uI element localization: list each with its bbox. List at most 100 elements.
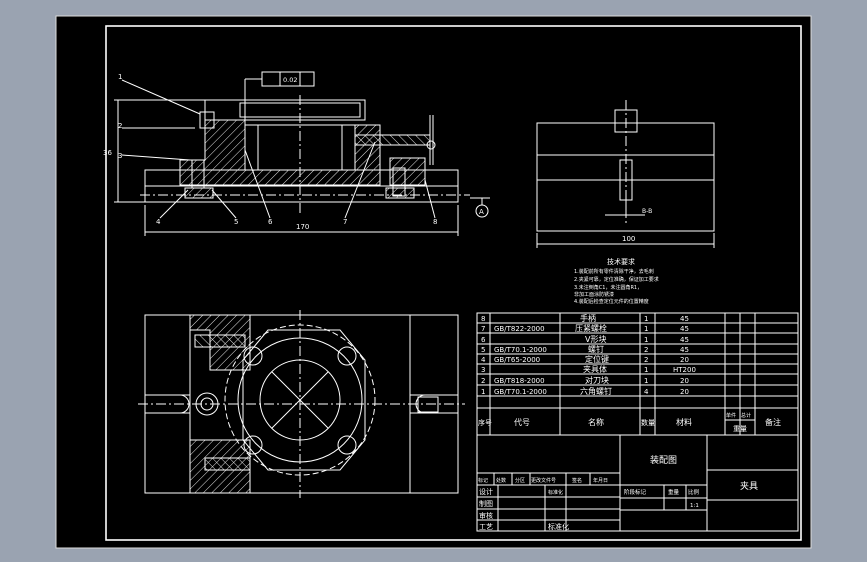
side-view-title: B-B	[642, 208, 652, 215]
bom-no: 5	[481, 346, 485, 354]
standardization-label: 标准化	[548, 522, 569, 531]
bom-name: 定位键	[585, 354, 609, 364]
rev-label-count: 处数	[496, 477, 506, 484]
balloon-5: 5	[234, 218, 238, 226]
side-view	[536, 100, 715, 248]
note-line-5: 4.装配后检查定位元件的位置精度	[574, 298, 649, 305]
bom-header-qty: 数量	[641, 418, 655, 427]
bom-name: 对刀块	[585, 375, 609, 385]
bom-header-code: 代号	[514, 417, 530, 427]
scale-value: 1:1	[690, 503, 699, 509]
bom-header-weight: 重量	[733, 425, 747, 433]
bom-header-total: 总计	[741, 412, 751, 419]
part-name: 夹具	[740, 480, 758, 492]
bom-code: GB/T818-2000	[494, 377, 545, 385]
rev-label-mark: 标记	[478, 477, 488, 484]
bom-material: 20	[680, 356, 689, 364]
overall-width-dim: 170	[296, 223, 309, 231]
role-design: 设计	[479, 487, 493, 496]
note-line-2: 2.夹紧可靠，定位准确，保证加工要求	[574, 276, 659, 283]
balloon-2: 2	[118, 122, 122, 130]
bom-name: V形块	[585, 334, 606, 344]
overall-height-dim: 36	[103, 149, 112, 157]
rev-label-doc: 更改文件号	[531, 477, 556, 484]
bom-no: 8	[481, 315, 485, 323]
bom-header-remark: 备注	[765, 417, 781, 427]
role-draw: 制图	[479, 499, 493, 508]
bom-header-material: 材料	[676, 417, 692, 427]
bom-material: 45	[680, 346, 689, 354]
bom-name: 螺钉	[588, 344, 604, 354]
bom-name: 六角螺钉	[580, 386, 612, 396]
role-process: 工艺	[479, 523, 493, 531]
bom-qty: 4	[644, 388, 649, 396]
bom-qty: 1	[644, 325, 648, 333]
bom-name: 手柄	[580, 313, 596, 323]
stage-label: 阶段标记	[624, 488, 647, 496]
bom-no: 4	[481, 356, 486, 364]
bom-material: HT200	[673, 366, 696, 374]
bom-material: 20	[680, 388, 689, 396]
bom-qty: 1	[644, 377, 648, 385]
balloon-6: 6	[268, 218, 273, 226]
bom-header-unit: 单件	[726, 412, 736, 419]
bom-header-name: 名称	[588, 417, 604, 427]
notes-title: 技术要求	[607, 257, 635, 266]
bom-qty: 1	[644, 315, 648, 323]
bom-code: GB/T70.1-2000	[494, 388, 547, 396]
bom-no: 2	[481, 377, 485, 385]
sheet	[55, 15, 812, 549]
top-view	[138, 310, 465, 498]
bom-no: 7	[481, 325, 485, 333]
tolerance-value: 0.02	[283, 76, 297, 84]
bom-row: 3 夹具体 1 HT200	[481, 364, 696, 374]
datum-label: A	[479, 208, 484, 216]
note-line-3: 3.未注倒角C1，未注圆角R1，	[574, 284, 642, 291]
drawing-title: 装配图	[650, 454, 677, 466]
balloon-8: 8	[433, 218, 437, 226]
technical-notes: 技术要求 1.装配前所有零件清除干净，去毛刺 2.夹紧可靠，定位准确，保证加工要…	[574, 257, 659, 305]
note-line-4: 非加工面涂防锈漆	[574, 291, 614, 298]
title-block-text: 装配图 夹具 标记 处数 分区 更改文件号 签名 年月日 设计 制图 审核 工艺…	[478, 454, 758, 531]
bom-name: 压紧螺栓	[575, 323, 607, 333]
bom-material: 20	[680, 377, 689, 385]
standardization-sig: 标准化	[548, 489, 563, 496]
bom-code: GB/T70.1-2000	[494, 346, 547, 354]
bom-material: 45	[680, 336, 689, 344]
balloon-3: 3	[118, 152, 122, 160]
rev-label-zone: 分区	[515, 477, 525, 484]
balloon-4: 4	[156, 218, 161, 226]
bom-code: GB/T822-2000	[494, 325, 545, 333]
bom-rows: 8 手柄 1 45 7 GB/T822-2000 压紧螺栓 1 45 6 V形块…	[481, 313, 696, 396]
bom-qty: 2	[644, 356, 648, 364]
bom-no: 1	[481, 388, 485, 396]
bom-row: 8 手柄 1 45	[481, 313, 689, 323]
bom-header: 序号 代号 名称 数量 材料 单件 总计 重量 备注	[478, 412, 781, 433]
front-view-labels: 170 36 0.02 A 1 2 3 4 5 6 7 8	[103, 73, 484, 231]
rev-label-date: 年月日	[593, 477, 608, 484]
side-width-dim: 100	[622, 235, 635, 243]
note-line-1: 1.装配前所有零件清除干净，去毛刺	[574, 268, 654, 275]
bom-no: 6	[481, 336, 486, 344]
front-view	[114, 71, 490, 236]
rev-label-sign: 签名	[572, 477, 582, 484]
bom-qty: 1	[644, 336, 648, 344]
bom-row: 6 V形块 1 45	[481, 334, 689, 344]
bom-table	[476, 312, 799, 436]
bom-code: GB/T65-2000	[494, 356, 540, 364]
bom-material: 45	[680, 315, 689, 323]
bom-qty: 1	[644, 366, 648, 374]
sheet-inner-border	[105, 25, 802, 541]
title-block	[476, 434, 799, 532]
bom-row: 1 GB/T70.1-2000 六角螺钉 4 20	[481, 386, 689, 396]
bom-name: 夹具体	[583, 364, 607, 374]
role-check: 审核	[479, 511, 493, 520]
bom-row: 5 GB/T70.1-2000 螺钉 2 45	[481, 344, 689, 354]
bom-row: 4 GB/T65-2000 定位键 2 20	[481, 354, 689, 364]
bom-material: 45	[680, 325, 689, 333]
balloon-7: 7	[343, 218, 347, 226]
bom-header-seq: 序号	[478, 418, 492, 427]
balloon-1: 1	[118, 73, 122, 81]
